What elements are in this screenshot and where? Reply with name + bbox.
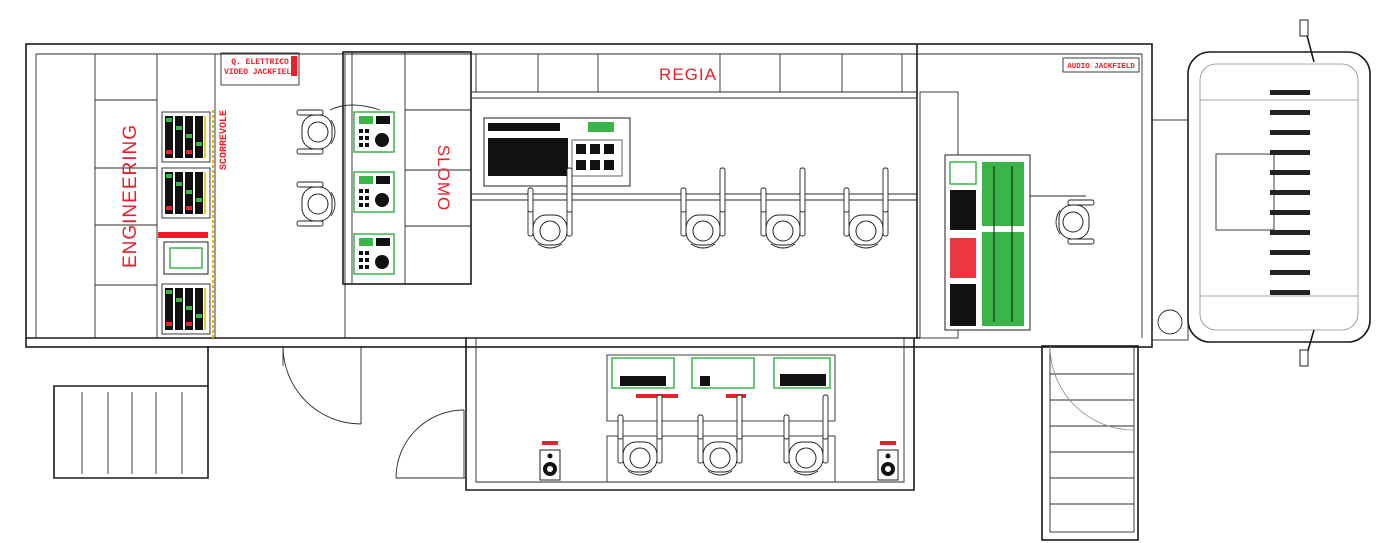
regia-chair-2 [681,168,725,248]
audio-chair [1055,199,1095,245]
lower-chair-1 [618,395,662,475]
engineering-label: ENGINEERING [120,124,141,268]
engineering-rack-2 [161,167,211,219]
left-speaker [539,449,561,481]
regia-room: REGIA [471,44,918,338]
lower-production-area [539,354,899,483]
regia-label: REGIA [659,65,717,84]
audio-jackfield-label: AUDIO JACKFIELD [1067,63,1135,71]
slomo-controller-2 [353,171,395,213]
slomo-chair-1 [296,109,336,155]
regia-chair-3 [761,168,805,248]
lower-chair-3 [784,395,828,475]
slomo-room: SLOMO [296,51,472,285]
truck-cab [1151,19,1371,367]
left-entrance [53,345,466,479]
audio-console [944,154,1031,331]
slomo-controller-3 [353,233,395,275]
regia-chair-4 [844,168,888,248]
vision-mixer [483,117,631,187]
elettrico-label-line1: Q. ELETTRICO [231,58,289,67]
slomo-label: SLOMO [434,145,453,211]
elettrico-label-line2: VIDEO JACKFIELD [224,68,296,77]
engineering-room: ENGINEERING SCORREVOLE Q. ELETTRICO VIDE… [35,52,346,338]
engineering-rack-1 [161,111,211,163]
right-speaker [877,449,899,481]
radiator-grille [1270,90,1310,295]
lower-chair-2 [698,395,742,475]
engineering-rack-3 [161,283,211,335]
slomo-chair-2 [296,181,336,227]
right-stairs [1041,345,1139,541]
audio-room: AUDIO JACKFIELD [919,54,1143,339]
scorrevole-label: SCORREVOLE [219,110,230,170]
slomo-controller-1 [353,111,395,153]
